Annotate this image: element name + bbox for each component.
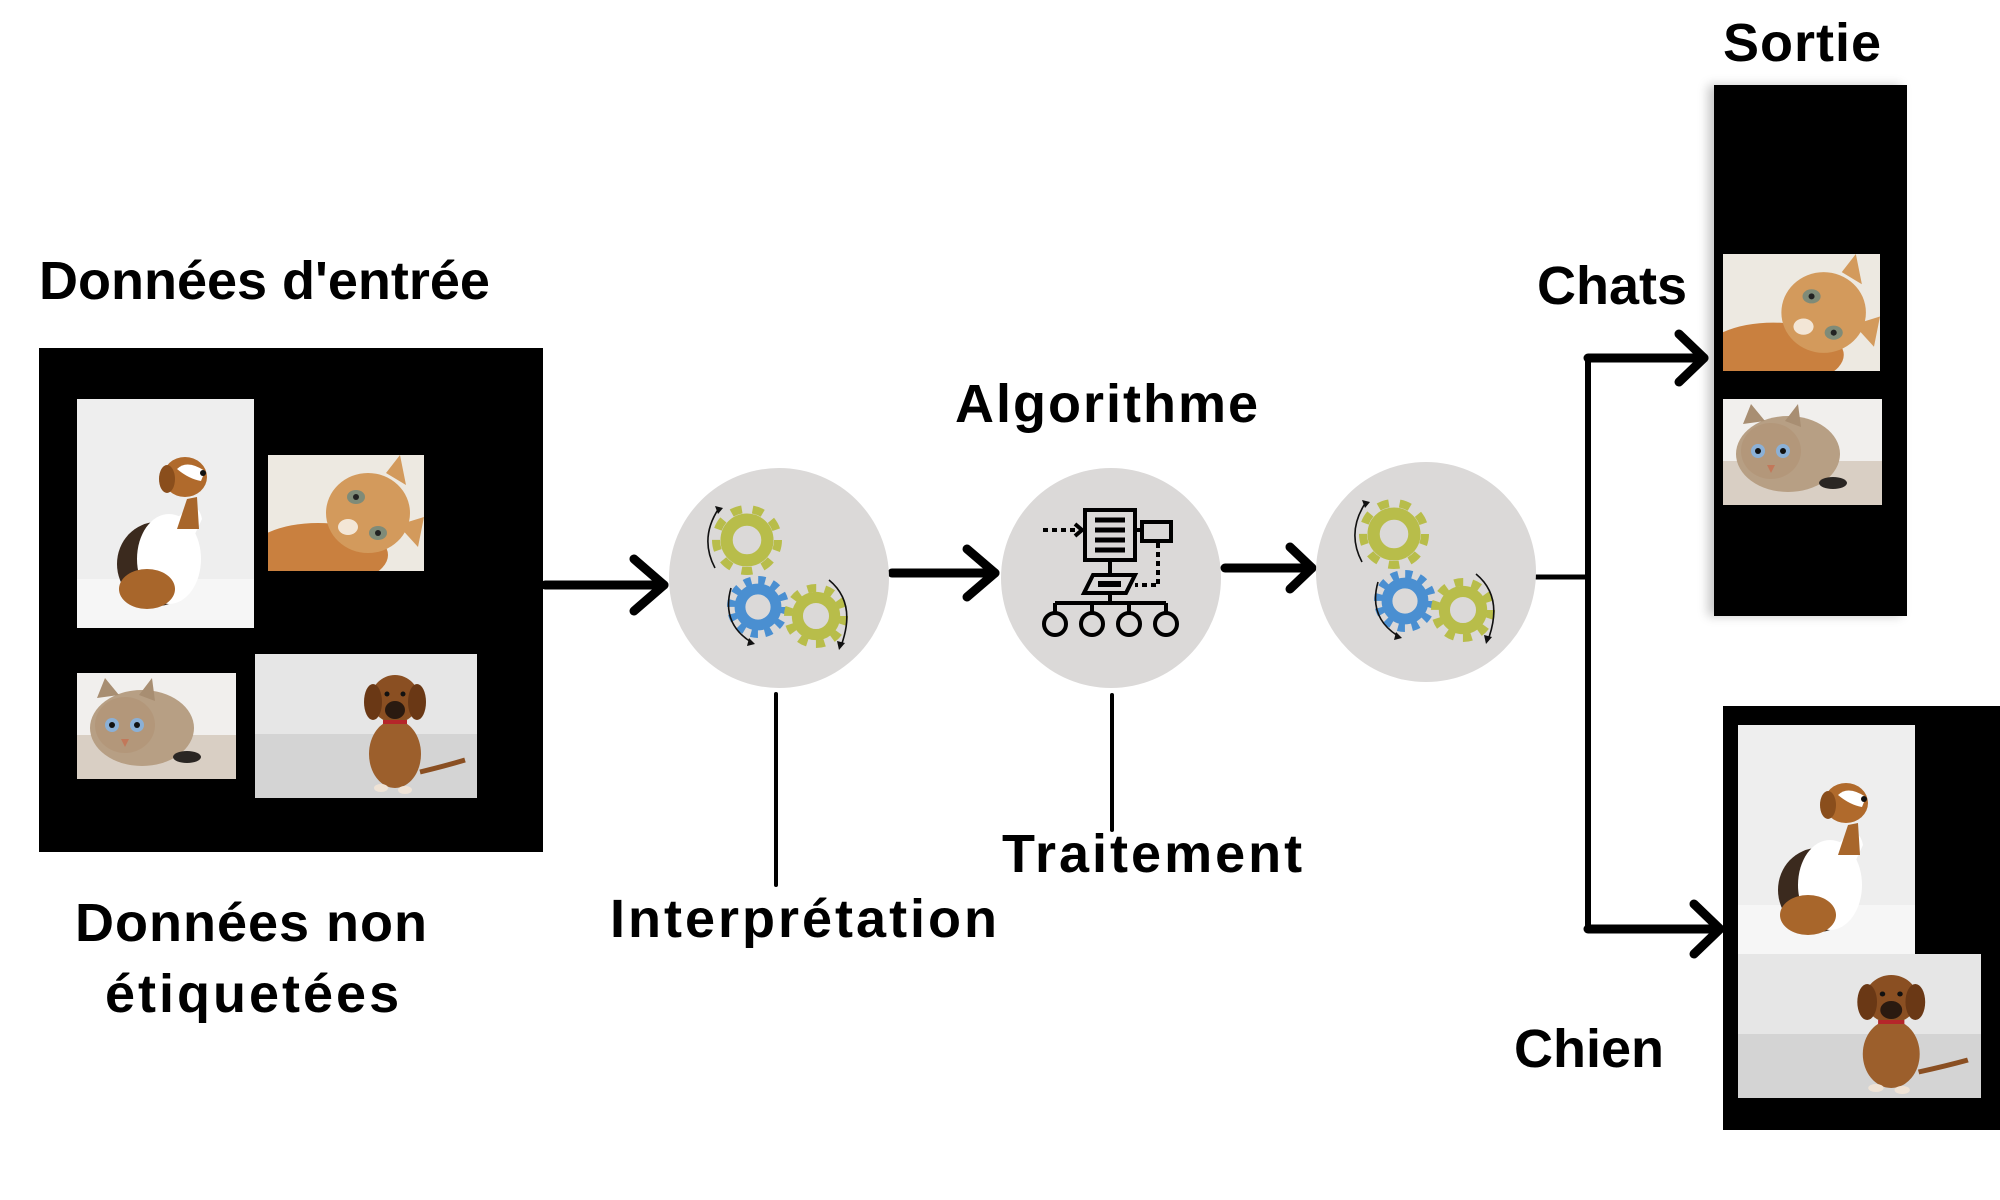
gear-right: [784, 584, 848, 648]
arrow-algorithm-to-output-gears: [1220, 542, 1317, 594]
output-dogs-frame: [1723, 706, 2000, 1130]
algorithm-flowchart-icon: [1042, 508, 1179, 637]
algorithm-stage-circle: [1001, 468, 1221, 688]
input-caption-line1: Données non: [75, 893, 429, 953]
rotation-arrow-icon: [1354, 501, 1367, 563]
rotation-arrow-icon: [707, 507, 720, 569]
class-label-chats: Chats: [1537, 256, 1688, 316]
arrow-input-to-interpretation: [540, 554, 669, 616]
cat-tabby-photo: [77, 673, 236, 779]
gear-top: [712, 505, 782, 575]
input-title: Données d'entrée: [39, 251, 490, 311]
rotation-arrowhead-icon: [715, 506, 723, 514]
dog-puppy-photo: [255, 654, 477, 798]
interpretation-stage-circle: [669, 468, 889, 688]
rotation-arrowhead-icon: [837, 641, 845, 650]
rotation-arrow-icon: [828, 579, 848, 647]
rotation-arrowhead-icon: [1484, 635, 1492, 644]
cat-orange-photo: [268, 455, 424, 571]
rotation-arrow-icon: [727, 587, 752, 643]
gear-middle: [727, 576, 789, 638]
input-caption-line2: étiquetées: [105, 964, 403, 1024]
gear-middle: [1374, 570, 1436, 632]
rotation-arrowhead-icon: [1394, 632, 1402, 640]
gears-icon: [1354, 499, 1495, 644]
output-gears-stage-circle: [1316, 462, 1536, 682]
traitement-label: Traitement: [1002, 824, 1306, 884]
rotation-arrow-icon: [1475, 573, 1495, 641]
cat-tabby-photo: [1723, 399, 1882, 505]
dog-beagle-photo: [1738, 725, 1915, 954]
rotation-arrowhead-icon: [747, 638, 755, 646]
output-title: Sortie: [1723, 13, 1883, 73]
rotation-arrowhead-icon: [1362, 500, 1370, 508]
class-label-chien: Chien: [1514, 1019, 1665, 1079]
arrow-interpretation-to-algorithm: [887, 544, 1000, 602]
dog-puppy-photo: [1738, 954, 1981, 1098]
input-data-frame: [39, 348, 543, 852]
arrow-to-chien: [1583, 899, 1725, 959]
dog-beagle-photo: [77, 399, 254, 628]
algorithm-title: Algorithme: [955, 374, 1261, 434]
rotation-arrow-icon: [1374, 581, 1399, 637]
gear-right: [1431, 578, 1495, 642]
output-cats-frame: [1714, 85, 1907, 616]
interpretation-label: Interprétation: [610, 889, 1001, 949]
arrow-to-chats: [1583, 329, 1709, 387]
cat-orange-photo: [1723, 254, 1880, 371]
gears-icon: [707, 505, 848, 650]
gear-top: [1359, 499, 1429, 569]
